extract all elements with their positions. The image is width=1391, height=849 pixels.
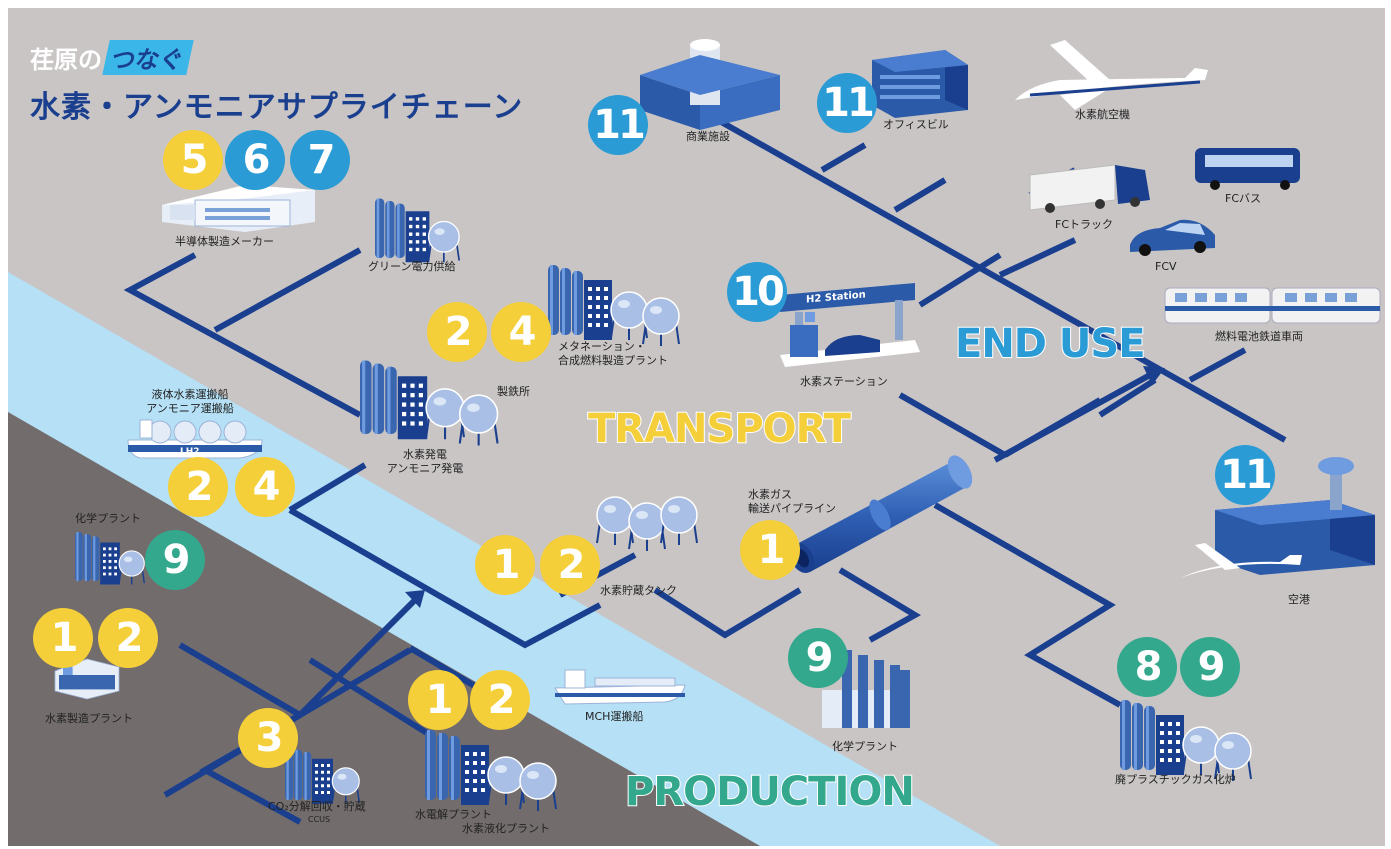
title-prefix: 荏原 xyxy=(30,46,78,74)
badge-commercial-11: 11 xyxy=(588,95,648,155)
section-production: PRODUCTION xyxy=(624,769,916,815)
methanation-plant-icon xyxy=(548,265,680,346)
storage-tank-icon xyxy=(596,496,698,551)
badge-chem-left-9: 9 xyxy=(145,530,205,590)
title-particle: の xyxy=(78,46,102,74)
label-methanation-1: メタネーション・ xyxy=(558,340,646,353)
label-electrolysis-2: 水素液化プラント xyxy=(462,822,550,835)
fuel-cell-train-icon xyxy=(1164,287,1381,324)
badge-methanation-2: 2 xyxy=(427,302,487,362)
label-chem-left: 化学プラント xyxy=(75,512,141,525)
label-methanation-2: 合成燃料製造プラント xyxy=(558,354,668,367)
badge-semiconductor-7: 7 xyxy=(290,130,350,190)
plant-icons xyxy=(54,198,1252,811)
badge-h2-production-2: 2 xyxy=(98,608,158,668)
badge-gasifier-8: 8 xyxy=(1117,637,1177,697)
badge-ship-4: 4 xyxy=(235,457,295,517)
badge-semiconductor-5: 5 xyxy=(163,130,223,190)
label-fcv: FCV xyxy=(1155,260,1177,273)
label-power-2: アンモニア発電 xyxy=(386,462,464,475)
label-h2-production: 水素製造プラント xyxy=(45,712,133,725)
title-line1: 荏原のつなぐ xyxy=(30,40,194,75)
fc-truck-icon xyxy=(1029,164,1150,213)
ship-hull-text: LH2 xyxy=(180,447,200,457)
section-end-use: END USE xyxy=(954,321,1147,367)
label-semiconductor: 半導体製造メーカー xyxy=(175,235,274,248)
badge-co2-3: 3 xyxy=(238,708,298,768)
mch-carrier-ship-icon xyxy=(554,669,686,705)
badge-storage-1: 1 xyxy=(475,535,535,595)
label-ship-1: 液体水素運搬船 xyxy=(151,388,229,401)
label-bus: FCバス xyxy=(1225,192,1262,205)
label-commercial: 商業施設 xyxy=(686,130,730,143)
label-co2-sub: CCUS xyxy=(308,815,331,824)
label-electrolysis-1: 水電解プラント xyxy=(415,808,492,821)
badge-gasifier-9: 9 xyxy=(1180,637,1240,697)
badge-methanation-4: 4 xyxy=(491,302,551,362)
green-power-plant-icon xyxy=(375,198,460,263)
label-gasifier: 廃プラスチックガス化炉 xyxy=(1115,773,1236,786)
label-plane: 水素航空機 xyxy=(1075,108,1130,121)
badge-semiconductor-6: 6 xyxy=(225,130,285,190)
badge-h2-production-1: 1 xyxy=(33,608,93,668)
title-main: 水素・アンモニアサプライチェーン xyxy=(30,90,524,125)
semiconductor-factory-icon xyxy=(162,185,315,232)
badge-electrolysis-1: 1 xyxy=(408,670,468,730)
airport-icon xyxy=(1180,457,1375,578)
badge-office-11: 11 xyxy=(817,73,877,133)
badge-chem-right-9: 9 xyxy=(788,628,848,688)
badge-storage-2: 2 xyxy=(540,535,600,595)
label-train: 燃料電池鉄道車両 xyxy=(1215,330,1303,343)
power-plant-icon xyxy=(360,360,499,446)
label-h2-station: 水素ステーション xyxy=(800,375,888,388)
pipeline-tube-icon xyxy=(789,455,973,574)
label-office: オフィスビル xyxy=(883,118,949,131)
badge-airport-11: 11 xyxy=(1215,445,1275,505)
label-airport: 空港 xyxy=(1288,593,1310,606)
badge-electrolysis-2: 2 xyxy=(470,670,530,730)
label-co2: CO₂分解回収・貯蔵 xyxy=(268,800,366,813)
label-steel: 製鉄所 xyxy=(497,385,530,398)
hydrogen-airplane-icon xyxy=(1015,40,1208,110)
plastic-gasifier-icon xyxy=(1120,700,1252,781)
badge-h2-station-10: 10 xyxy=(727,262,787,322)
chem-plant-right-icon xyxy=(822,650,910,728)
label-power-1: 水素発電 xyxy=(403,448,447,461)
flow-arrows xyxy=(297,366,1165,718)
title-highlight: つなぐ xyxy=(102,40,194,75)
label-mch-ship: MCH運搬船 xyxy=(585,710,644,723)
badge-ship-2: 2 xyxy=(168,457,228,517)
badge-pipeline-1: 1 xyxy=(740,520,800,580)
label-truck: FCトラック xyxy=(1055,218,1114,231)
co2-ccus-plant-icon xyxy=(285,747,360,804)
chem-plant-left-icon xyxy=(75,532,145,585)
label-green-power: グリーン電力供給 xyxy=(368,260,456,273)
lh2-carrier-ship-icon xyxy=(127,419,263,459)
fc-bus-icon xyxy=(1195,148,1300,190)
label-pipeline-1: 水素ガス xyxy=(748,488,792,501)
label-chem-right: 化学プラント xyxy=(832,740,898,753)
section-transport: TRANSPORT xyxy=(587,406,852,452)
electrolysis-plant-icon xyxy=(425,730,557,811)
fcv-car-icon xyxy=(1130,219,1215,256)
office-building-icon xyxy=(872,50,968,118)
h2-station-icon xyxy=(780,283,920,367)
commercial-building-icon xyxy=(640,39,780,130)
label-ship-2: アンモニア運搬船 xyxy=(146,402,234,415)
label-storage: 水素貯蔵タンク xyxy=(600,584,677,597)
label-pipeline-2: 輸送パイプライン xyxy=(748,502,836,515)
